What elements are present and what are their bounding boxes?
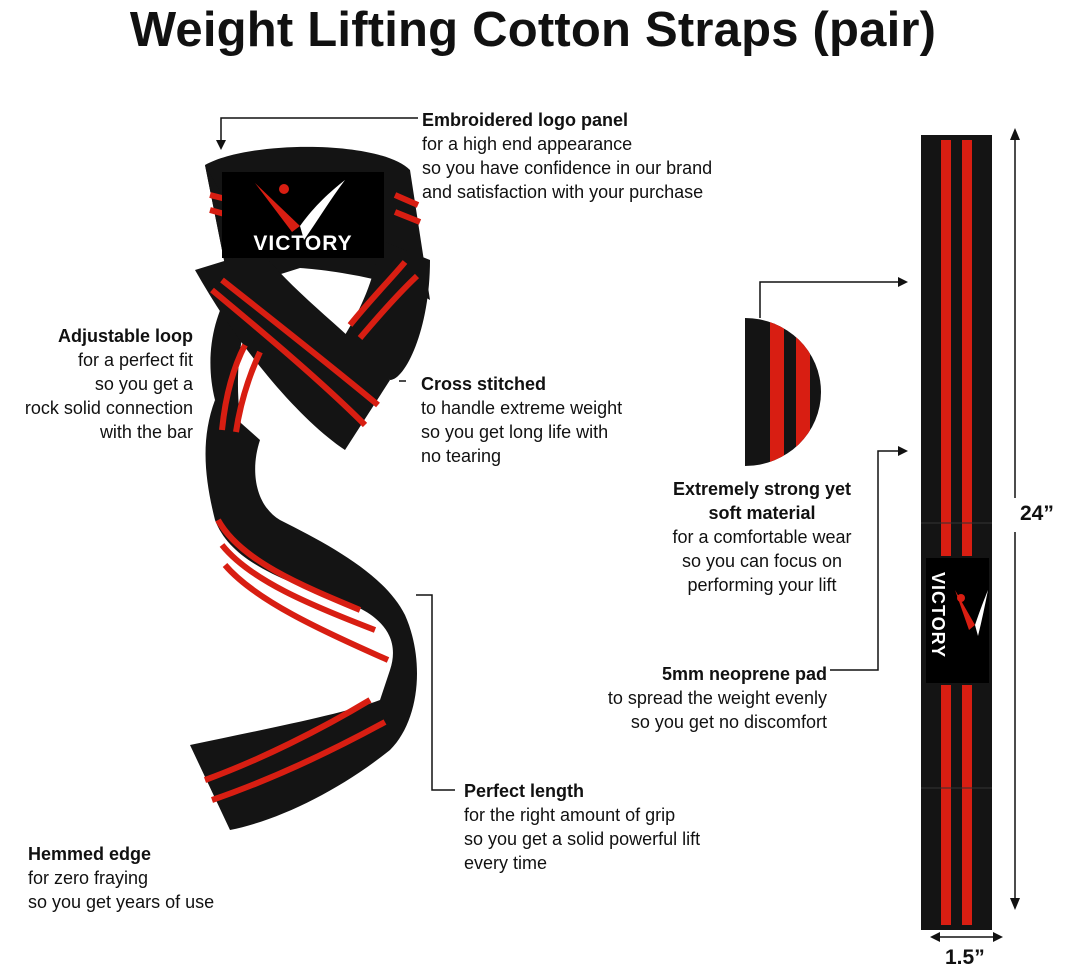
straight-strap: VICTORY: [921, 135, 992, 930]
callout-heading: soft material: [708, 503, 816, 523]
callout-heading: Embroidered logo panel: [422, 110, 629, 130]
callout-line: so you get a solid powerful lift: [464, 829, 701, 849]
callout-line: to spread the weight evenly: [607, 688, 827, 708]
callout-heading: 5mm neoprene pad: [661, 664, 827, 684]
callout-heading: Perfect length: [464, 781, 585, 801]
callout-line: for a high end appearance: [422, 134, 633, 154]
callout-line: every time: [464, 853, 548, 873]
callout-line: so you get years of use: [28, 892, 215, 912]
callout-heading: Hemmed edge: [28, 844, 152, 864]
callout-embroidered: Embroidered logo panel for a high end ap…: [422, 108, 712, 204]
callout-line: so you get no discomfort: [630, 712, 827, 732]
callout-line: for a perfect fit: [77, 350, 193, 370]
callout-line: performing your lift: [687, 575, 837, 595]
callout-line: for a comfortable wear: [672, 527, 852, 547]
callout-line: no tearing: [421, 446, 502, 466]
leader-lines: [220, 117, 1016, 938]
callout-line: so you get a: [94, 374, 193, 394]
callout-heading: Cross stitched: [421, 374, 547, 394]
looped-strap: VICTORY: [190, 146, 430, 830]
callout-material: Extremely strong yet soft material for a…: [640, 477, 884, 597]
callout-neoprene: 5mm neoprene pad to spread the weight ev…: [560, 662, 827, 734]
callout-line: with the bar: [99, 422, 193, 442]
callout-length: Perfect length for the right amount of g…: [464, 779, 700, 875]
victory-logo-icon: [255, 180, 345, 240]
logo-panel: [222, 172, 384, 258]
length-dimension: 24”: [1020, 502, 1054, 525]
page-title: Weight Lifting Cotton Straps (pair): [129, 3, 937, 57]
callout-cross-stitched: Cross stitched to handle extreme weight …: [421, 372, 622, 468]
callout-line: so you can focus on: [681, 551, 843, 571]
callout-line: and satisfaction with your purchase: [422, 182, 704, 202]
callout-line: so you have confidence in our brand: [422, 158, 713, 178]
callout-line: to handle extreme weight: [421, 398, 623, 418]
callout-hemmed: Hemmed edge for zero fraying so you get …: [28, 842, 214, 914]
brand-logo-text: VICTORY: [253, 232, 352, 255]
material-closeup: [745, 318, 821, 466]
width-dimension: 1.5”: [945, 946, 985, 969]
brand-logo-text-vertical: VICTORY: [928, 572, 948, 658]
callout-heading: Adjustable loop: [58, 326, 193, 346]
callout-line: so you get long life with: [421, 422, 609, 442]
arrowheads: [216, 128, 1020, 942]
callout-line: for the right amount of grip: [464, 805, 676, 825]
callout-adjustable: Adjustable loop for a perfect fit so you…: [0, 324, 193, 444]
victory-logo-icon: [955, 590, 988, 636]
callout-line: rock solid connection: [24, 398, 193, 418]
callout-line: for zero fraying: [28, 868, 149, 888]
callout-heading: Extremely strong yet: [672, 479, 852, 499]
